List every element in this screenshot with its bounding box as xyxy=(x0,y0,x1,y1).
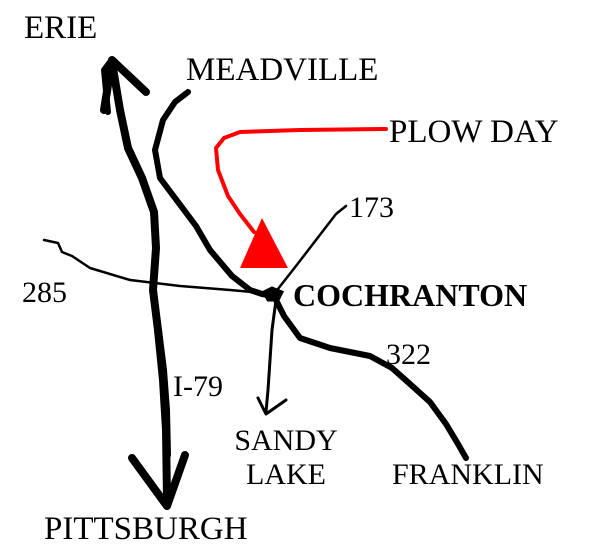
label-erie: ERIE xyxy=(24,10,98,46)
label-route-322: 322 xyxy=(386,338,431,371)
road-i79-south xyxy=(154,326,171,504)
label-cochranton: COCHRANTON xyxy=(293,277,528,313)
label-meadville: MEADVILLE xyxy=(186,52,379,88)
arrow-head-sandy-lake xyxy=(256,396,288,416)
label-franklin: FRANKLIN xyxy=(392,458,544,491)
label-route-285: 285 xyxy=(22,276,67,309)
road-sandy-lake xyxy=(264,298,278,414)
label-sandy-lake: SANDY LAKE xyxy=(228,426,344,490)
plow-day-pointer-line xyxy=(214,127,388,234)
road-285 xyxy=(42,238,276,296)
road-meadville xyxy=(152,89,277,299)
arrow-head-pittsburgh xyxy=(128,451,189,510)
road-173 xyxy=(272,204,348,296)
label-sandy-lake-line2: LAKE xyxy=(246,458,326,491)
road-322 xyxy=(271,293,469,461)
cochranton-junction xyxy=(261,286,285,302)
label-pittsburgh: PITTSBURGH xyxy=(44,511,248,547)
road-i79-north xyxy=(108,58,171,459)
label-plow-day: PLOW DAY xyxy=(389,114,559,150)
label-sandy-lake-line1: SANDY xyxy=(234,424,338,457)
red-triangle-icon xyxy=(240,218,288,268)
arrow-head-erie xyxy=(100,56,150,114)
label-i79: I-79 xyxy=(173,370,223,403)
label-route-173: 173 xyxy=(349,191,394,224)
